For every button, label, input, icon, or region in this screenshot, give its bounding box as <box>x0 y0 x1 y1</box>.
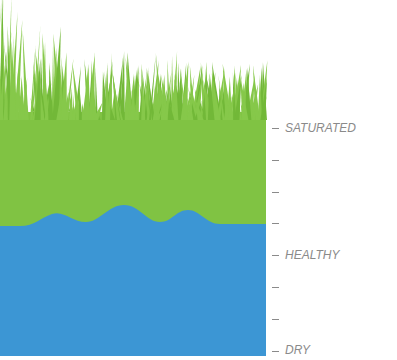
grass-blade <box>218 75 224 120</box>
scale-label: HEALTHY <box>285 248 339 262</box>
scale-tick <box>272 160 279 161</box>
grass-blade <box>142 66 149 120</box>
grass-blade <box>48 62 53 120</box>
scale-tick <box>272 192 279 193</box>
grass-blade <box>35 49 44 120</box>
grass-blade <box>52 27 60 120</box>
grass-blade <box>120 51 125 120</box>
grass-blade <box>129 93 135 120</box>
scale-tick <box>272 128 279 129</box>
grass-blade <box>164 72 171 120</box>
scale-tick <box>272 287 279 288</box>
grass-blade <box>23 29 29 120</box>
grass-blade <box>0 3 8 120</box>
grass-blade <box>69 87 73 120</box>
grass-blade <box>209 69 214 120</box>
grass-blade <box>181 61 189 120</box>
scale-ticks <box>272 129 279 352</box>
scale-tick <box>272 255 279 256</box>
scale-label: SATURATED <box>285 121 356 135</box>
scale-tick <box>272 319 279 320</box>
scale-tick <box>272 223 279 224</box>
grass-blade <box>187 75 194 120</box>
scale-label: DRY <box>285 343 310 357</box>
grass-blade <box>175 71 179 120</box>
grass-blade <box>82 103 86 120</box>
grass-blade <box>105 72 110 120</box>
grass-blade <box>196 100 204 120</box>
grass-blade <box>93 102 103 120</box>
grass-blade <box>82 67 89 120</box>
grass-blade <box>65 58 73 120</box>
grass-blade <box>153 84 160 120</box>
grass-blade <box>180 67 188 120</box>
water-level <box>0 205 266 356</box>
grass-blade <box>208 73 215 120</box>
grass-blade <box>155 105 159 120</box>
grass-blade <box>227 88 234 120</box>
grass-blade <box>91 60 96 120</box>
grass <box>0 0 267 232</box>
grass-blade <box>260 78 267 120</box>
grass-blade <box>9 41 16 120</box>
scale-tick <box>272 351 279 352</box>
grass-blade <box>139 80 142 120</box>
grass-blade <box>112 66 120 120</box>
grass-blade <box>34 58 40 120</box>
grass-blade <box>240 76 248 120</box>
grass-blade <box>56 93 61 120</box>
